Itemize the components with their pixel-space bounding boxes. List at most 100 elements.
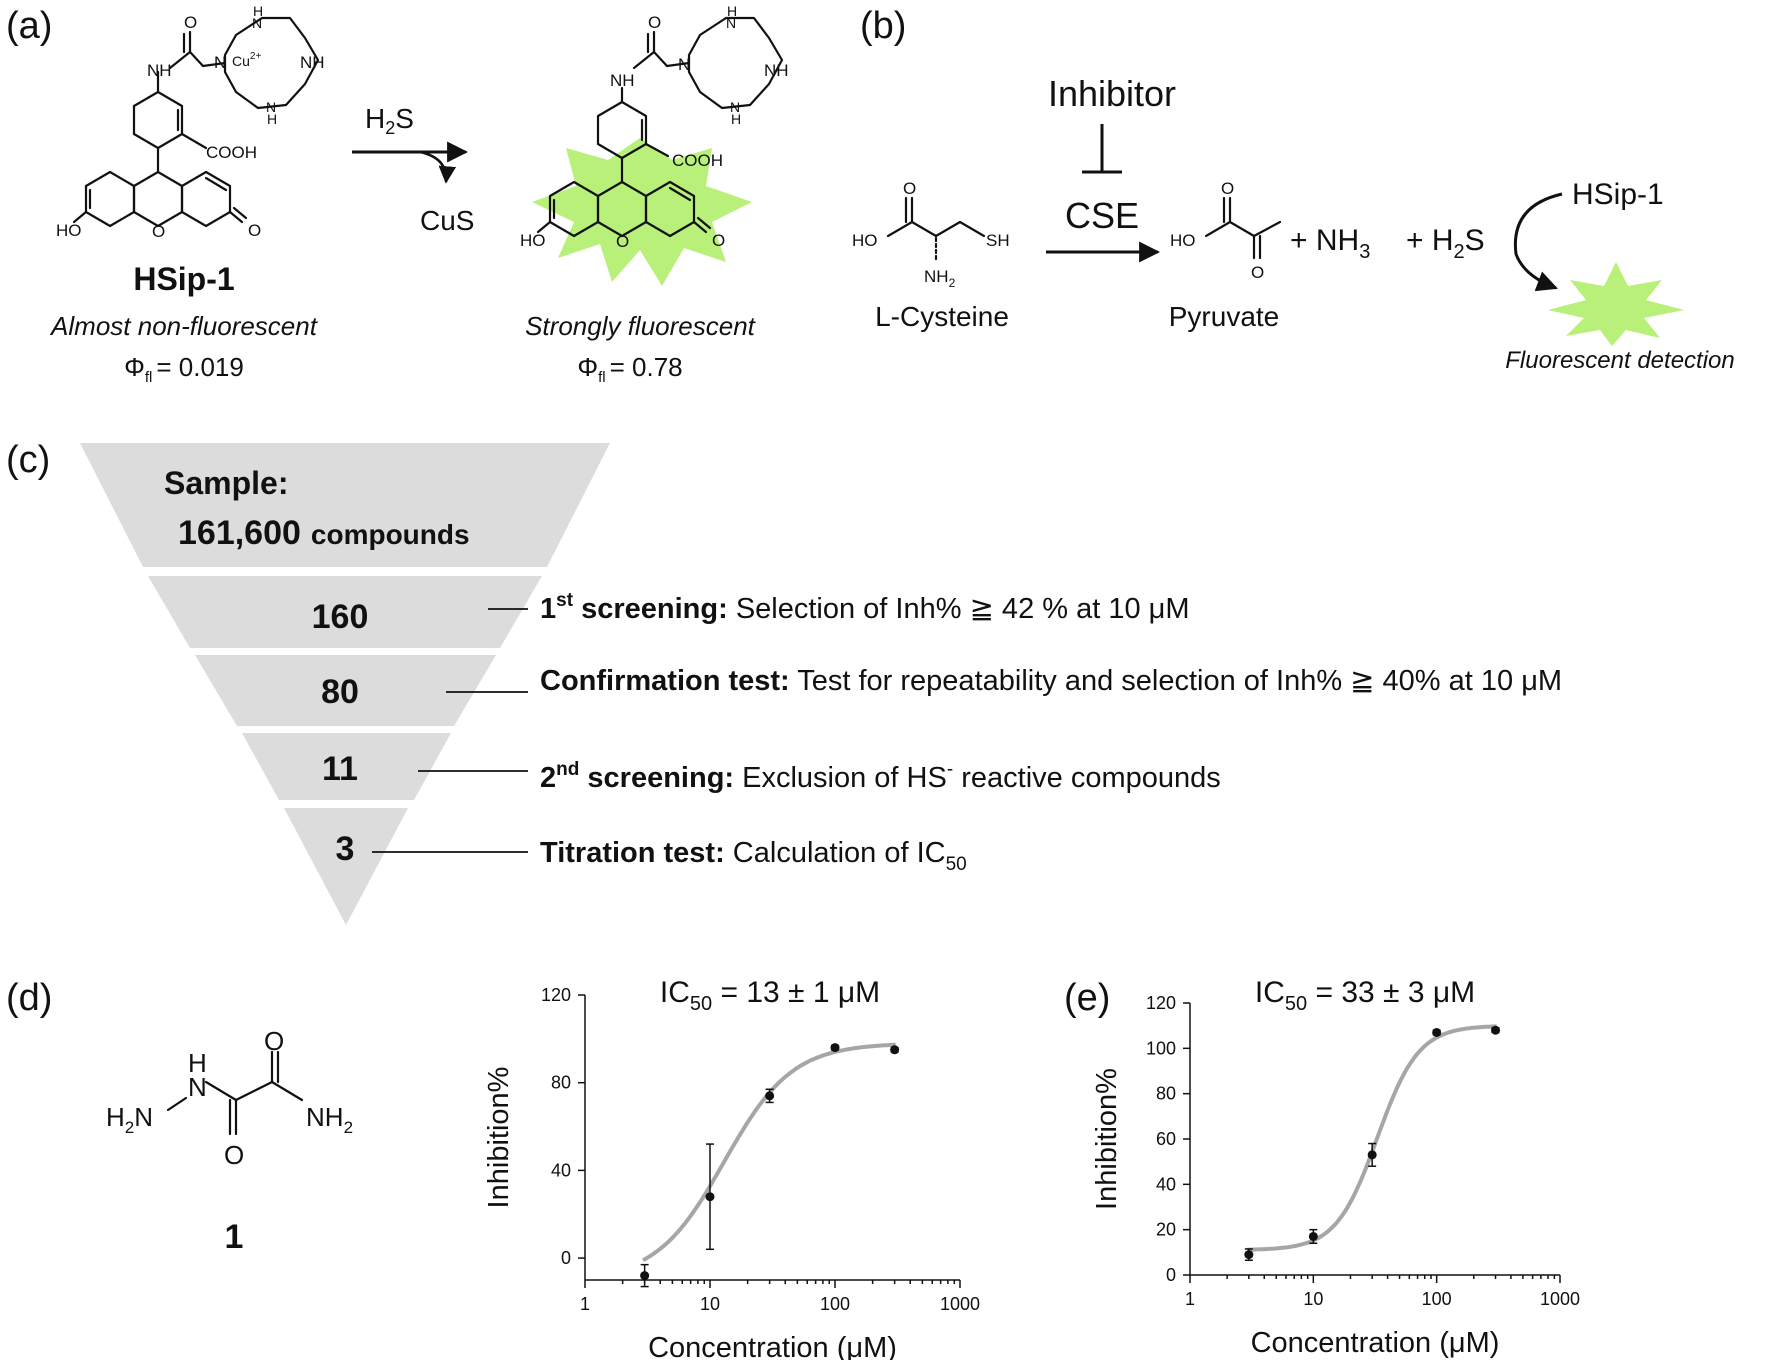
x-tick-label: 100 xyxy=(820,1294,850,1314)
atom-label: NH xyxy=(610,71,635,90)
stage-count: 3 xyxy=(336,830,355,868)
atom-label: O xyxy=(224,1140,244,1170)
bond xyxy=(886,220,914,238)
cyclen-ring xyxy=(687,16,784,110)
cooh-bond xyxy=(180,132,208,150)
product-quantum-yield: Φfl= 0.78 xyxy=(577,352,682,386)
stage-description: 1st screening: Selection of Inh% ≧ 42 % … xyxy=(540,590,1190,625)
funnel-tier-4 xyxy=(284,808,408,925)
pyruvate-structure: HO O O xyxy=(1170,179,1282,282)
keto-double-bond xyxy=(696,216,712,230)
atom-label: HO xyxy=(1170,231,1196,250)
bond xyxy=(1228,220,1256,238)
detection-caption: Fluorescent detection xyxy=(1505,347,1734,374)
x-tick-label: 1000 xyxy=(940,1294,980,1314)
data-point xyxy=(765,1091,775,1101)
y-tick-label: 100 xyxy=(1146,1038,1176,1058)
atom-label: NH2 xyxy=(924,267,956,290)
data-point xyxy=(1244,1250,1254,1260)
product-caption: Strongly fluorescent xyxy=(525,311,757,341)
stage-description: Confirmation test: Test for repeatabilit… xyxy=(540,665,1562,697)
hsip1-name: HSip-1 xyxy=(133,261,234,297)
reagent-h2s: H2S xyxy=(365,103,414,138)
right-inner-bond xyxy=(204,176,228,192)
ring-linker-bond xyxy=(665,61,691,68)
y-tick-label: 40 xyxy=(1156,1174,1176,1194)
detection-arrow xyxy=(1513,192,1563,292)
x-tick-label: 100 xyxy=(1422,1289,1452,1309)
x-axis-label: Concentration (μM) xyxy=(648,1332,897,1360)
y-axis-label: Inhibition% xyxy=(1091,1068,1123,1210)
reaction-arrow-a: H2S CuS xyxy=(352,103,474,236)
cysteine-structure: HO O SH NH2 xyxy=(852,179,1010,290)
atom-label: N xyxy=(678,55,690,74)
data-point xyxy=(1308,1231,1318,1241)
y-tick-label: 60 xyxy=(1156,1129,1176,1149)
reactant-quantum-yield: Φfl= 0.019 xyxy=(124,352,244,386)
atom-label: N xyxy=(252,15,262,31)
amide-bond xyxy=(168,50,192,70)
product-structure: H N NH N H N O NH COOH O HO O xyxy=(520,3,789,286)
ring-linker-bond xyxy=(201,61,227,68)
data-point xyxy=(890,1045,900,1055)
keto-bond xyxy=(228,210,244,224)
atom-label: H xyxy=(731,111,741,127)
bond xyxy=(1252,220,1282,238)
sample-title: Sample: xyxy=(164,465,288,501)
x-axis-label: Concentration (μM) xyxy=(1251,1327,1500,1359)
panel-label-a: (a) xyxy=(6,5,52,47)
panel-label-c: (c) xyxy=(6,439,50,481)
cysteine-name: L-Cysteine xyxy=(875,301,1009,332)
bond xyxy=(910,220,938,238)
atom-label: O xyxy=(264,1026,284,1056)
cooh-bond xyxy=(644,142,670,158)
atom-label: O xyxy=(1251,263,1264,282)
funnel-tier-1 xyxy=(148,576,542,648)
atom-label: O xyxy=(248,221,261,240)
atom-label: O xyxy=(616,232,629,251)
atom-label: HO xyxy=(520,231,546,250)
x-tick-label: 1000 xyxy=(1540,1289,1580,1309)
y-tick-label: 40 xyxy=(551,1160,571,1180)
ammonia-label: + NH3 xyxy=(1290,224,1370,263)
xanthene-left-ring xyxy=(84,170,136,228)
fluorescence-burst xyxy=(532,138,752,286)
xanthene-center-ring xyxy=(132,170,184,228)
fit-curve xyxy=(642,1042,896,1262)
amide-bond xyxy=(632,50,656,70)
ho-bond xyxy=(72,210,88,224)
atom-label: N xyxy=(726,15,736,31)
atom-label: H xyxy=(267,111,277,127)
cu-label: Cu2+ xyxy=(232,51,261,69)
atom-label: O xyxy=(152,222,165,241)
h2s-label: + H2S xyxy=(1406,224,1485,263)
keto-bond xyxy=(692,220,708,234)
y-tick-label: 20 xyxy=(1156,1220,1176,1240)
atom-label: O xyxy=(712,231,725,250)
right-inner-bond xyxy=(668,186,692,202)
fit-curve xyxy=(1247,1024,1497,1252)
x-tick-label: 1 xyxy=(1185,1289,1195,1309)
pyruvate-name: Pyruvate xyxy=(1169,301,1280,332)
data-point xyxy=(830,1043,840,1053)
data-point xyxy=(1432,1027,1442,1037)
x-tick-label: 1 xyxy=(580,1294,590,1314)
bond xyxy=(270,1080,304,1102)
bond xyxy=(1204,220,1232,238)
linker-bond xyxy=(188,50,205,68)
atom-label: N xyxy=(214,53,226,72)
bond xyxy=(934,220,962,238)
x-tick-label: 10 xyxy=(700,1294,720,1314)
compound-1-structure: H N O O H2N NH2 xyxy=(106,1026,353,1170)
atom-label: O xyxy=(1221,179,1234,198)
atom-label: NH2 xyxy=(306,1102,353,1137)
keto-double-bond xyxy=(232,206,248,220)
data-point xyxy=(1491,1025,1501,1035)
bond xyxy=(166,1096,188,1112)
bond xyxy=(204,1080,238,1102)
